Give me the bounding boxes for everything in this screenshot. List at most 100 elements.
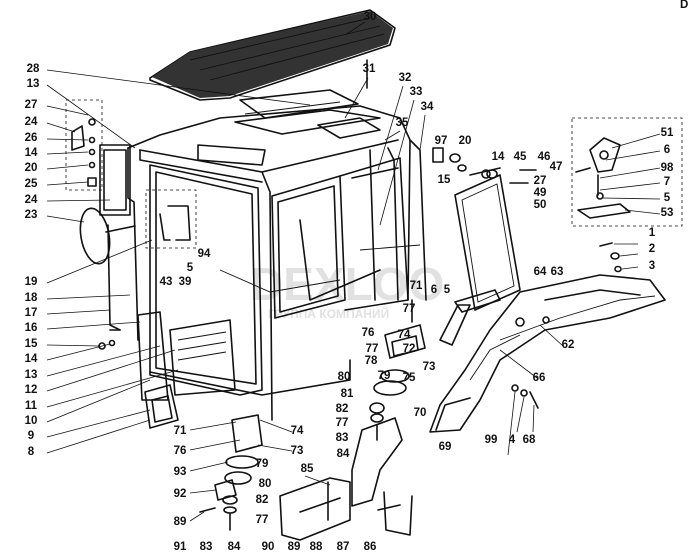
roof-hatch-frame	[234, 89, 381, 135]
part-label-14: 14	[25, 147, 38, 159]
part-label-88: 88	[310, 541, 323, 553]
part-label-33: 33	[410, 86, 423, 98]
part-label-43: 43	[160, 276, 173, 288]
part-label-5: 5	[444, 284, 451, 296]
part-label-62: 62	[562, 339, 575, 351]
front-left-mount	[144, 384, 179, 429]
part-label-45: 45	[514, 151, 527, 163]
part-label-72: 72	[403, 343, 416, 355]
part-label-79: 79	[256, 458, 269, 470]
part-label-25: 25	[25, 178, 38, 190]
part-label-74: 74	[291, 425, 304, 437]
part-label-89: 89	[174, 516, 187, 528]
part-label-49: 49	[534, 187, 547, 199]
part-label-19: 19	[25, 276, 38, 288]
front-mount-stack	[199, 414, 263, 531]
part-label-69: 69	[439, 441, 452, 453]
part-label-13: 13	[27, 78, 40, 90]
part-label-35: 35	[396, 117, 409, 129]
part-label-12: 12	[25, 384, 38, 396]
lower-console	[98, 319, 236, 396]
bolts-right	[599, 242, 622, 273]
part-label-30: 30	[364, 11, 377, 23]
part-label-85: 85	[301, 463, 314, 475]
part-label-34: 34	[421, 101, 434, 113]
part-label-84: 84	[337, 448, 350, 460]
part-label-9: 9	[28, 430, 34, 442]
corner-mark: D	[680, 0, 688, 11]
part-label-97: 97	[435, 135, 448, 147]
part-label-10: 10	[25, 415, 38, 427]
part-label-83: 83	[336, 432, 349, 444]
part-label-20: 20	[25, 162, 38, 174]
part-label-74: 74	[398, 329, 411, 341]
part-label-24: 24	[25, 116, 38, 128]
part-label-80: 80	[338, 371, 351, 383]
part-label-26: 26	[25, 132, 38, 144]
part-label-17: 17	[25, 307, 38, 319]
part-label-93: 93	[174, 466, 187, 478]
part-label-77: 77	[336, 417, 349, 429]
part-label-8: 8	[28, 446, 35, 458]
watermark: DEXLOO ГРУППА КОМПАНИЙ	[250, 258, 444, 321]
part-label-68: 68	[523, 434, 536, 446]
part-label-76: 76	[174, 445, 187, 457]
part-label-46: 46	[538, 151, 551, 163]
part-label-73: 73	[291, 445, 304, 457]
part-label-24: 24	[25, 194, 38, 206]
part-label-5: 5	[187, 262, 194, 274]
part-label-6: 6	[664, 144, 670, 156]
part-label-94: 94	[198, 248, 211, 260]
watermark-sub: ГРУППА КОМПАНИЙ	[268, 306, 389, 321]
part-label-70: 70	[414, 407, 427, 419]
part-label-23: 23	[25, 209, 38, 221]
part-label-91: 91	[174, 541, 187, 553]
cab-roof	[149, 9, 396, 101]
cab-frame	[127, 105, 427, 421]
part-label-92: 92	[174, 488, 187, 500]
part-label-84: 84	[228, 541, 241, 553]
part-label-78: 78	[365, 355, 378, 367]
part-label-77: 77	[403, 303, 416, 315]
part-label-32: 32	[399, 72, 412, 84]
chassis-bracket	[279, 477, 351, 541]
part-label-15: 15	[438, 174, 451, 186]
part-label-87: 87	[337, 541, 350, 553]
fender	[429, 274, 666, 433]
part-label-80: 80	[259, 478, 272, 490]
part-label-82: 82	[336, 403, 349, 415]
part-label-71: 71	[174, 425, 187, 437]
part-label-27: 27	[25, 99, 38, 111]
mirror	[79, 207, 136, 265]
part-label-90: 90	[262, 541, 275, 553]
rear-mount-stack	[351, 299, 426, 507]
part-label-14: 14	[492, 151, 505, 163]
part-label-51: 51	[661, 127, 674, 139]
part-label-73: 73	[423, 361, 436, 373]
part-label-79: 79	[378, 370, 391, 382]
part-label-11: 11	[25, 400, 38, 412]
part-label-31: 31	[363, 63, 376, 75]
door-hinge-box	[145, 189, 197, 249]
part-label-14: 14	[25, 353, 38, 365]
part-label-5: 5	[664, 192, 671, 204]
part-label-3: 3	[649, 260, 655, 272]
part-label-6: 6	[431, 284, 437, 296]
part-label-7: 7	[664, 176, 670, 188]
part-label-81: 81	[341, 388, 354, 400]
latch-kit-box	[571, 117, 683, 227]
rear-right-window	[454, 167, 521, 311]
part-label-13: 13	[25, 369, 38, 381]
part-label-53: 53	[661, 207, 674, 219]
part-label-77: 77	[256, 514, 269, 526]
part-label-1: 1	[649, 227, 656, 239]
part-label-4: 4	[509, 434, 516, 446]
part-label-64: 64	[534, 266, 547, 278]
part-label-76: 76	[362, 327, 375, 339]
leader-lines	[46, 21, 661, 522]
part-label-15: 15	[25, 338, 38, 350]
hinge-kit-box	[65, 99, 103, 191]
part-label-71: 71	[410, 280, 423, 292]
